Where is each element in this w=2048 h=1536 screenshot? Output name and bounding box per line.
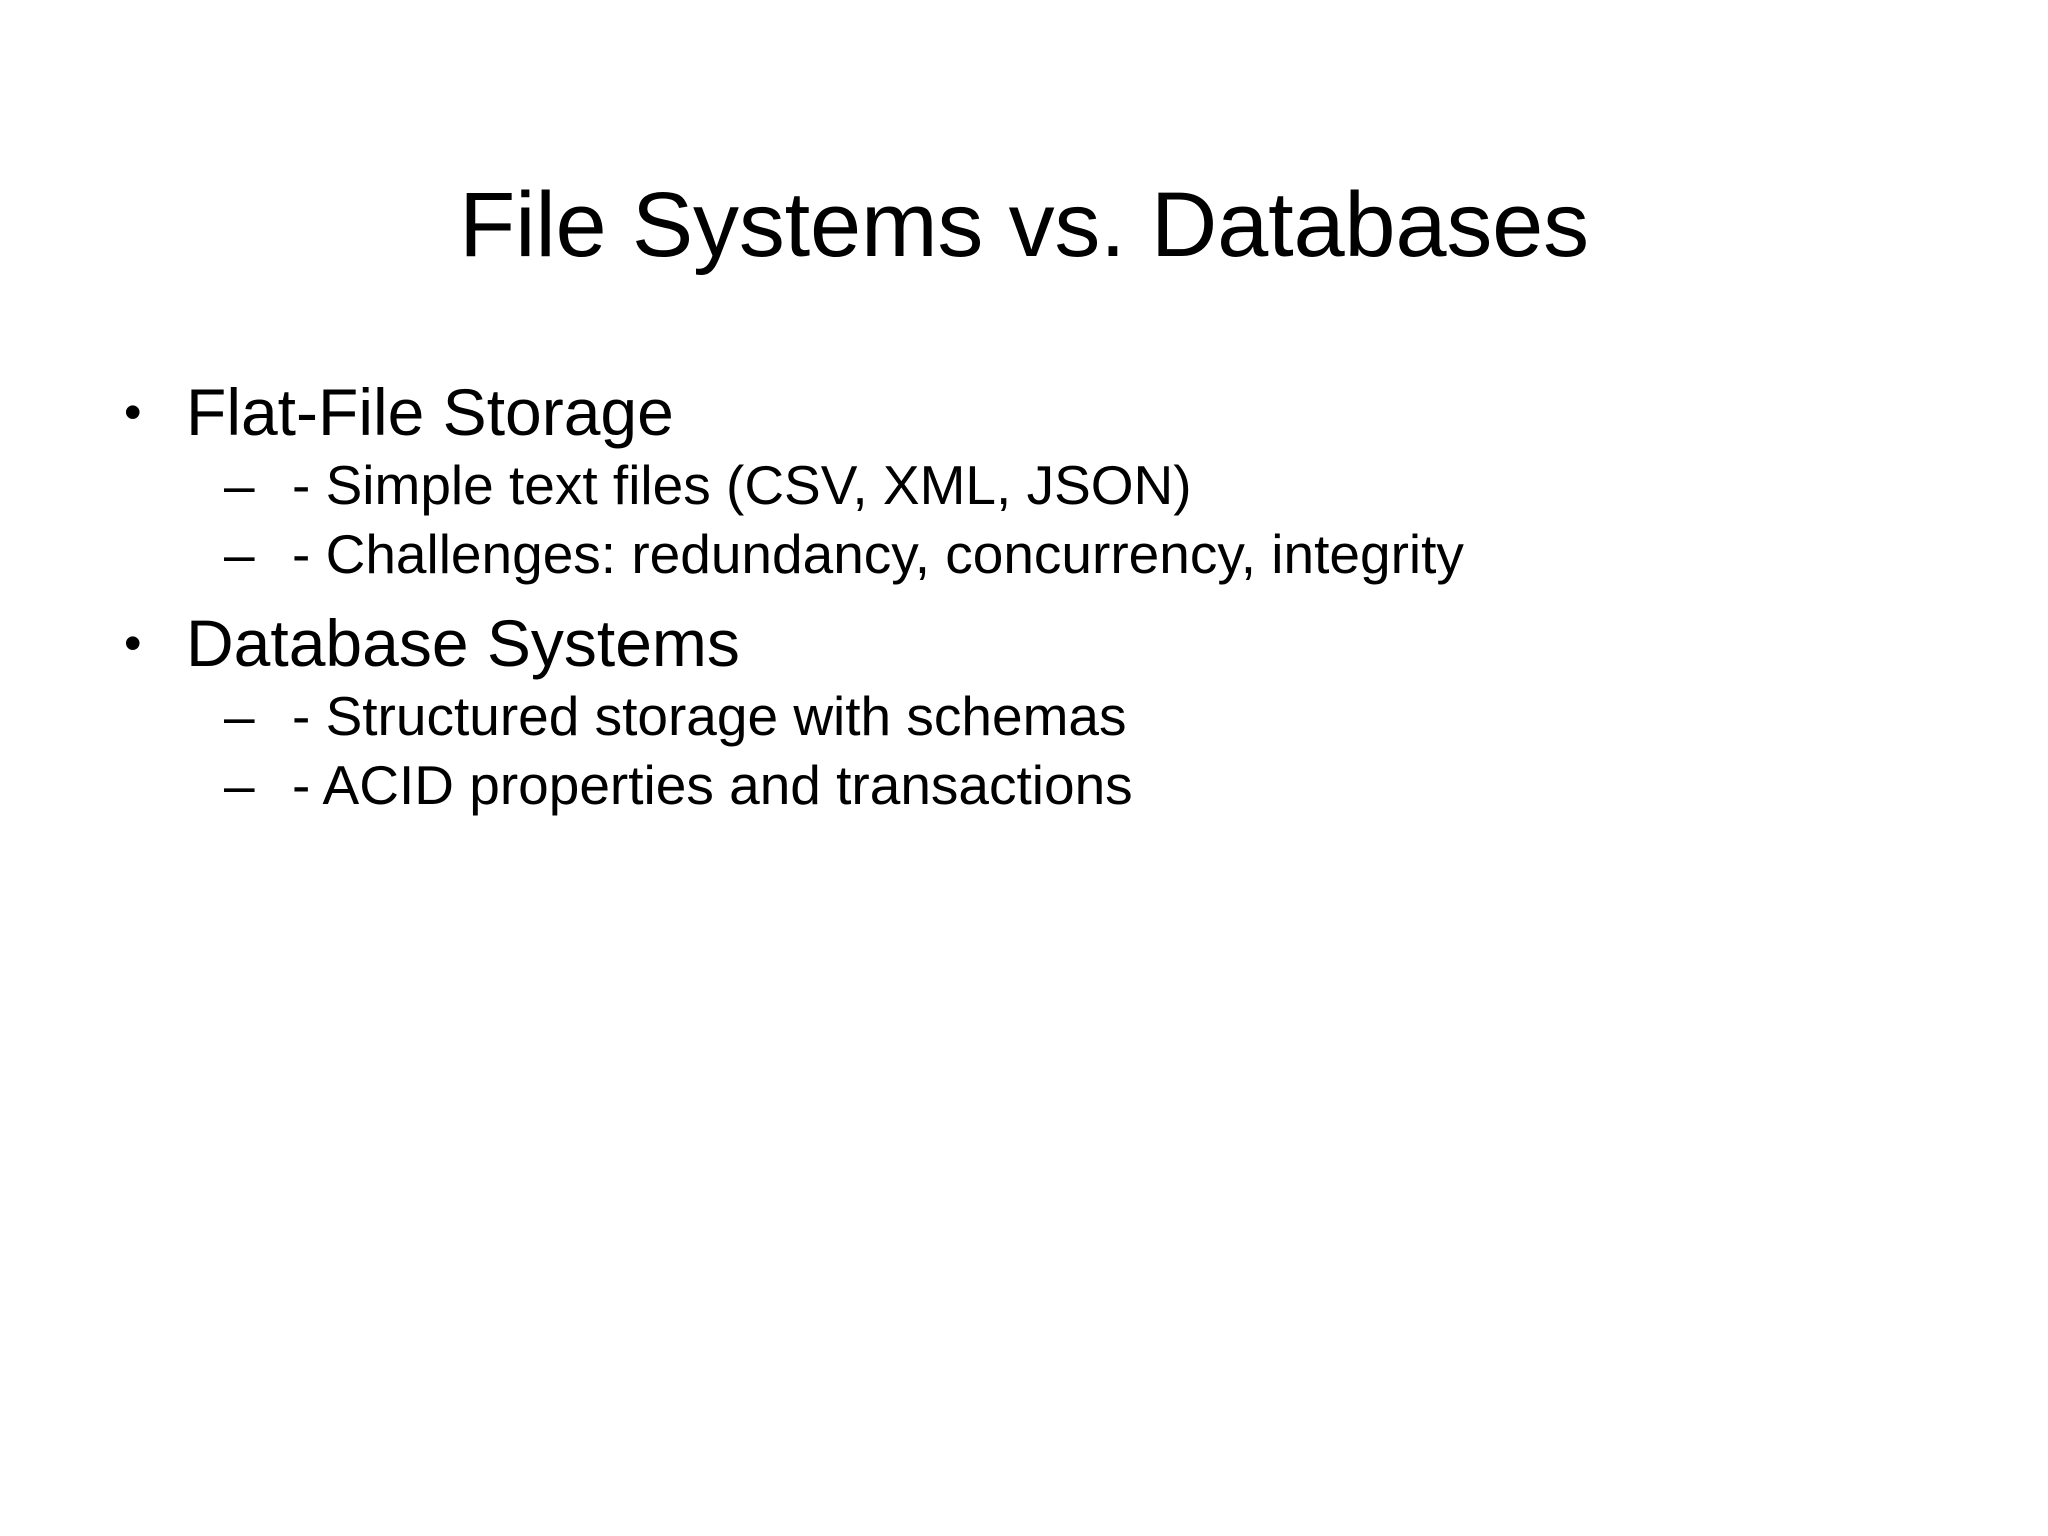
list-item: – - Simple text files (CSV, XML, JSON) bbox=[112, 454, 1952, 517]
list-item: – - Structured storage with schemas bbox=[112, 685, 1952, 748]
bullet-dot-icon: • bbox=[124, 615, 142, 672]
slide-body-outline: • Flat-File Storage – - Simple text file… bbox=[112, 375, 1952, 823]
list-item: – - ACID properties and transactions bbox=[112, 754, 1952, 817]
bullet-dot-icon: • bbox=[124, 384, 142, 440]
bullet-dash-icon: – bbox=[224, 753, 255, 816]
list-item-label: - Simple text files (CSV, XML, JSON) bbox=[292, 453, 1192, 516]
list-item: – - Challenges: redundancy, concurrency,… bbox=[112, 523, 1952, 586]
bullet-dash-icon: – bbox=[224, 453, 255, 516]
bullet-dash-icon: – bbox=[224, 685, 255, 748]
list-item-label: Flat-File Storage bbox=[186, 375, 674, 449]
bullet-dash-icon: – bbox=[224, 522, 255, 585]
list-item: • Flat-File Storage bbox=[112, 375, 1952, 450]
list-item-label: - Challenges: redundancy, concurrency, i… bbox=[292, 522, 1464, 585]
list-item-label: - ACID properties and transactions bbox=[292, 753, 1133, 816]
list-item: • Database Systems bbox=[112, 606, 1952, 681]
list-item-label: - Structured storage with schemas bbox=[292, 685, 1127, 748]
list-item-label: Database Systems bbox=[186, 606, 740, 681]
page-title: File Systems vs. Databases bbox=[459, 173, 1589, 276]
